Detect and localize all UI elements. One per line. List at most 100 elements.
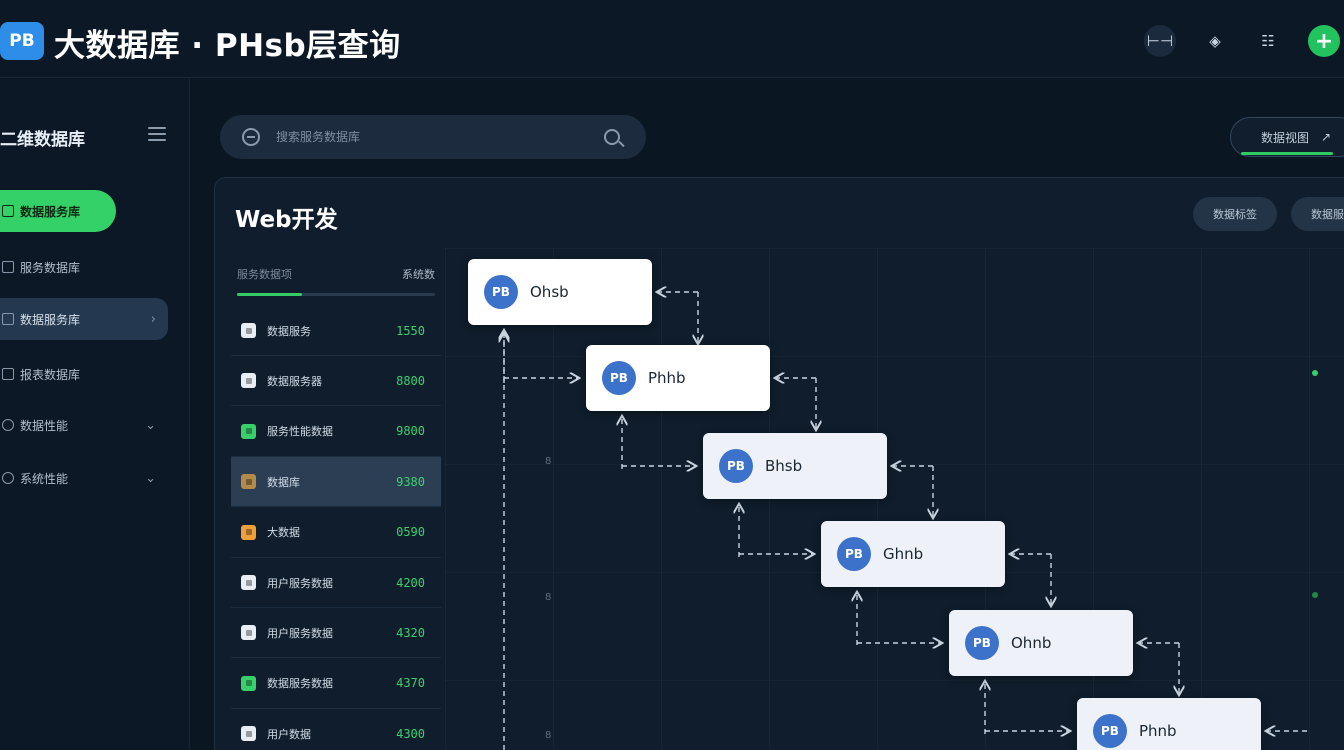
file-icon <box>2 261 14 273</box>
app-title: 大数据库 · PHsb层查询 <box>54 28 401 64</box>
list-header-left: 服务数据项 <box>237 268 292 281</box>
axis-tick: 8 <box>545 730 552 741</box>
sidebar-item-data-service-2[interactable]: 数据服务库 › <box>0 298 168 340</box>
row-name: 服务性能数据 <box>267 425 333 439</box>
node-badge-icon: PB <box>719 449 753 483</box>
list-item[interactable]: 数据服务 1550 <box>231 306 441 356</box>
top-header: PB 大数据库 · PHsb层查询 ⊢⊣ ◈ ☷ + <box>0 0 1344 78</box>
sidebar-item-label: 数据服务库 <box>20 312 81 327</box>
row-name: 用户数据 <box>267 727 311 741</box>
sidebar-item-report-db[interactable]: 报表数据库 <box>0 353 168 395</box>
settings-icon[interactable]: ☷ <box>1261 32 1275 50</box>
sidebar-item-label: 报表数据库 <box>20 367 81 382</box>
row-name: 数据库 <box>267 475 300 489</box>
row-value: 4370 <box>396 676 425 691</box>
row-value: 1550 <box>396 323 425 338</box>
gauge-icon <box>2 419 14 431</box>
node-label: Ohnb <box>1011 634 1052 652</box>
database-icon <box>2 205 14 217</box>
row-value: 9380 <box>396 474 425 489</box>
row-name: 大数据 <box>267 526 300 540</box>
sidebar-title: 二维数据库 <box>0 130 85 150</box>
cpu-icon <box>2 472 14 484</box>
node-badge-icon: PB <box>602 361 636 395</box>
flow-node[interactable]: PB Ghnb <box>821 521 1005 587</box>
row-name: 用户服务数据 <box>267 626 333 640</box>
node-label: Ghnb <box>883 545 924 563</box>
chevron-down-icon: ⌄ <box>145 470 156 486</box>
chevron-right-icon: › <box>150 311 156 327</box>
list-item[interactable]: 数据库 9380 <box>231 457 441 508</box>
node-badge-icon: PB <box>1093 714 1127 748</box>
node-label: Ohsb <box>530 283 569 301</box>
node-label: Phnb <box>1139 722 1177 740</box>
filter-icon[interactable] <box>242 128 260 146</box>
list-item[interactable]: 数据服务数据 4370 <box>231 659 441 709</box>
flow-node[interactable]: PB Ohsb <box>468 259 652 325</box>
data-view-button[interactable]: 数据视图 ↗ <box>1230 117 1344 157</box>
axis-tick: 8 <box>545 592 552 603</box>
data-service-button[interactable]: 数据服务 <box>1291 197 1344 231</box>
row-value: 8800 <box>396 373 425 388</box>
app-logo: PB <box>0 22 44 60</box>
diamond-icon[interactable]: ◈ <box>1209 32 1221 50</box>
code-icon[interactable]: ⊢⊣ <box>1144 25 1176 57</box>
row-value: 9800 <box>396 424 425 439</box>
row-icon <box>241 373 256 389</box>
add-button[interactable]: + <box>1308 25 1340 57</box>
node-label: Bhsb <box>765 457 803 475</box>
list-item[interactable]: 用户服务数据 4200 <box>231 558 441 608</box>
status-dot <box>1312 592 1318 598</box>
row-name: 数据服务 <box>267 324 311 338</box>
sidebar-item-data-perf[interactable]: 数据性能 ⌄ <box>0 404 168 446</box>
main-panel: Web开发 数据标签 数据服务 服务数据项 系统数 数据服务 1550 数据服务器8… <box>214 177 1344 750</box>
node-badge-icon: PB <box>484 275 518 309</box>
report-icon <box>2 368 14 380</box>
sidebar-item-label: 数据服务库 <box>20 204 81 219</box>
node-badge-icon: PB <box>837 537 871 571</box>
list-item[interactable]: 用户服务数据 4320 <box>231 608 441 659</box>
list-progress <box>237 293 435 296</box>
list-item[interactable]: 服务性能数据 9800 <box>231 407 441 457</box>
row-value: 4300 <box>396 726 425 741</box>
data-view-label: 数据视图 <box>1261 130 1310 145</box>
menu-icon[interactable] <box>148 127 166 141</box>
sidebar-item-data-service[interactable]: 数据服务库 <box>0 190 116 232</box>
flow-node[interactable]: PB Phnb <box>1077 698 1261 750</box>
sidebar-item-label: 服务数据库 <box>20 260 81 275</box>
row-icon <box>241 423 256 439</box>
data-tag-button[interactable]: 数据标签 <box>1193 197 1277 231</box>
sidebar-item-service-db[interactable]: 服务数据库 <box>0 246 168 288</box>
diagram-grid <box>445 248 1344 750</box>
row-icon <box>241 625 256 641</box>
status-dot <box>1312 370 1318 376</box>
list-item[interactable]: 用户数据 4300 <box>231 709 441 750</box>
row-icon <box>241 675 256 691</box>
row-name: 数据服务数据 <box>267 677 333 691</box>
list-header: 服务数据项 系统数 <box>237 266 437 282</box>
flow-node[interactable]: PB Phhb <box>586 345 770 411</box>
row-icon <box>241 323 256 338</box>
search-input[interactable] <box>276 130 604 144</box>
row-icon <box>241 474 256 490</box>
panel-title: Web开发 <box>235 207 338 233</box>
chevron-down-icon: ⌄ <box>145 417 156 433</box>
row-value: 4320 <box>396 625 425 640</box>
row-value: 4200 <box>396 575 425 590</box>
row-name: 用户服务数据 <box>267 576 333 590</box>
active-indicator <box>1241 152 1333 155</box>
node-label: Phhb <box>648 369 686 387</box>
sidebar: 二维数据库 数据服务库 服务数据库 数据服务库 › 报表数据库 数据性能 ⌄ 系… <box>0 79 190 750</box>
search-bar <box>220 115 646 159</box>
flow-node[interactable]: PB Bhsb <box>703 433 887 499</box>
sidebar-item-label: 系统性能 <box>20 471 69 486</box>
sidebar-item-system-perf[interactable]: 系统性能 ⌄ <box>0 457 168 499</box>
sidebar-item-label: 数据性能 <box>20 418 69 433</box>
flow-connectors <box>215 178 1307 750</box>
search-icon[interactable] <box>604 129 620 145</box>
row-value: 0590 <box>396 525 425 540</box>
axis-tick: 8 <box>545 456 552 467</box>
list-item[interactable]: 大数据 0590 <box>231 508 441 558</box>
